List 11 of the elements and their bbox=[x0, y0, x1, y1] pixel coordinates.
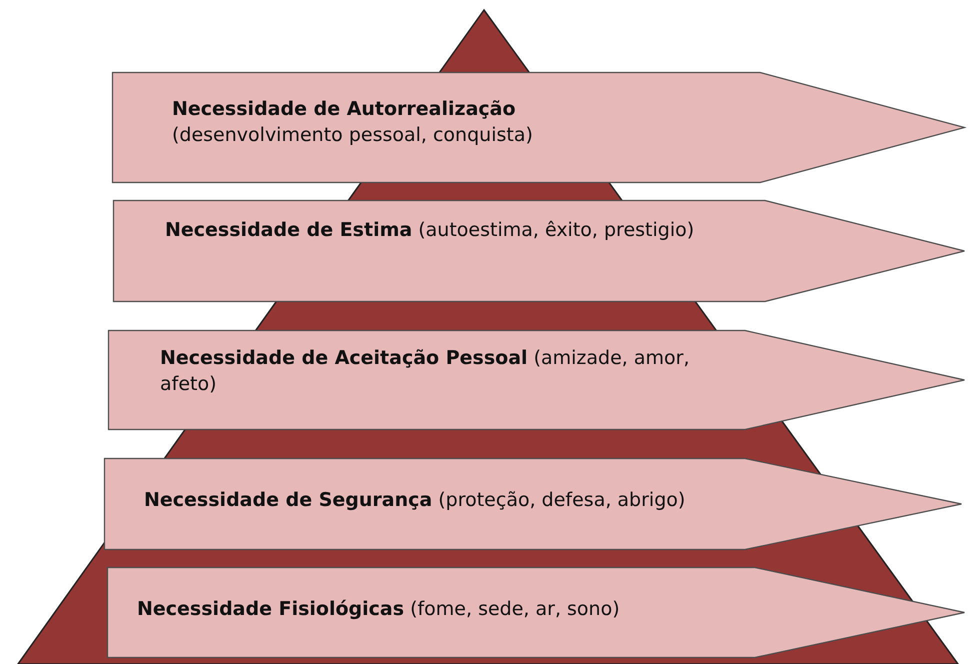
banner-text: Necessidade de Segurança (proteção, defesa, abrigo) bbox=[144, 488, 686, 513]
pentagon-banner bbox=[107, 567, 965, 658]
banner-text: Necessidade de Estima (autoestima, êxito, prestigio) bbox=[165, 218, 694, 243]
banner-text: Necessidade de Aceitação Pessoal (amizade, amor, afeto) bbox=[160, 346, 690, 397]
pentagon-banner bbox=[112, 72, 965, 183]
banner-heading: Necessidade de Autorrealização bbox=[172, 97, 516, 122]
banner-text: (desenvolvimento pessoal, conquista) bbox=[172, 122, 533, 148]
banner-text: Necessidade Fisiológicas (fome, sede, ar, sono) bbox=[137, 597, 620, 622]
pentagon-banner bbox=[113, 200, 965, 302]
pentagon-banner bbox=[108, 330, 965, 430]
pentagon-banner bbox=[104, 458, 962, 550]
